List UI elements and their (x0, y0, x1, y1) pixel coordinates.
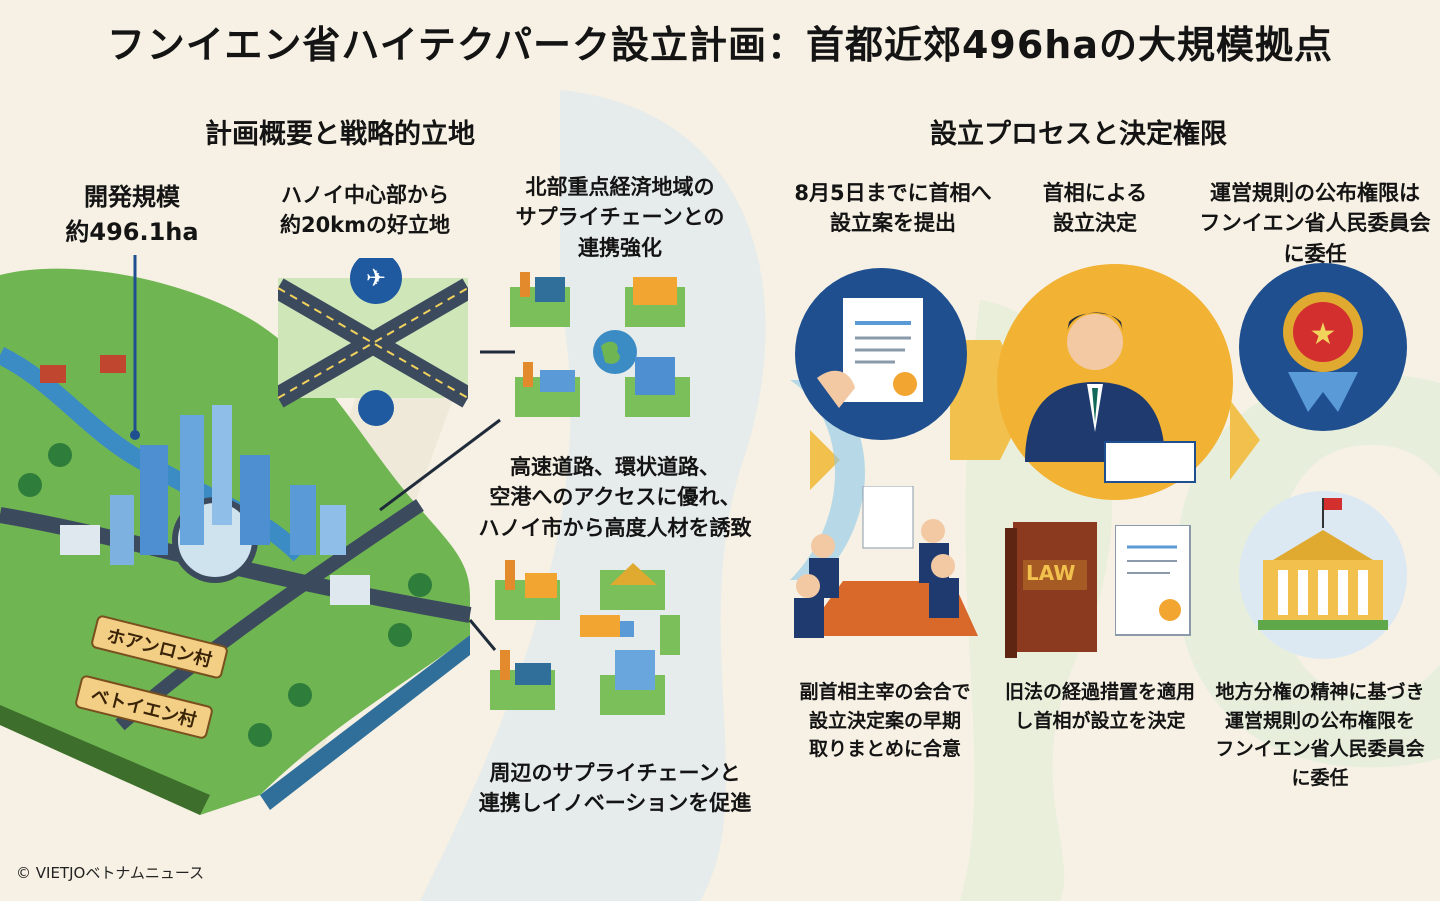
access-label: 高速道路、環状道路、空港へのアクセスに優れ、ハノイ市から高度人材を誘致 (478, 455, 752, 540)
supply-chain-label: 北部重点経済地域のサプライチェーンとの連携強化 (515, 175, 725, 260)
page-title: フンイエン省ハイテクパーク設立計画：首都近郊496haの大規模拠点 (107, 23, 1333, 67)
svg-text:★: ★ (1310, 317, 1337, 352)
right-section-heading: 設立プロセスと決定権限 (930, 119, 1227, 150)
decision-document-icon (1115, 525, 1191, 636)
copyright: © VIETJOベトナムニュース (16, 864, 205, 882)
left-section-heading: 計画概要と戦略的立地 (205, 119, 475, 150)
caption-meeting: 副首相主宰の会合で設立決定案の早期取りまとめに合意 (799, 681, 971, 760)
factory-icons-top (510, 272, 690, 417)
connector-lines (379, 350, 515, 651)
caption-delegation: 地方分権の精神に基づき運営規則の公布権限をフンイエン省人民委員会に委任 (1215, 681, 1425, 789)
prime-minister-icon (997, 264, 1233, 500)
step1-label: 8月5日までに首相へ設立案を提出 (794, 181, 992, 236)
law-book-icon (1005, 522, 1097, 658)
government-building-icon (1239, 491, 1407, 659)
caption-decision: 旧法の経過措置を適用し首相が設立を決定 (1004, 681, 1195, 732)
highway-junction-icon: ✈ (278, 258, 468, 426)
factory-icons-bottom (490, 560, 680, 715)
state-emblem-icon: ★ (1239, 263, 1407, 431)
step2-label: 首相による設立決定 (1042, 181, 1148, 236)
innovation-label: 周辺のサプライチェーンと連携しイノベーションを促進 (478, 761, 752, 816)
step3-label: 運営規則の公布権限はフンイエン省人民委員会に委任 (1199, 181, 1431, 266)
document-proposal-icon (795, 268, 967, 440)
location-label: ハノイ中心部から約20kmの好立地 (279, 183, 451, 238)
law-book-label: LAW (1026, 561, 1076, 585)
meeting-icon (794, 486, 978, 638)
svg-text:✈: ✈ (366, 264, 386, 292)
scale-label: 開発規模約496.1ha (65, 183, 199, 246)
